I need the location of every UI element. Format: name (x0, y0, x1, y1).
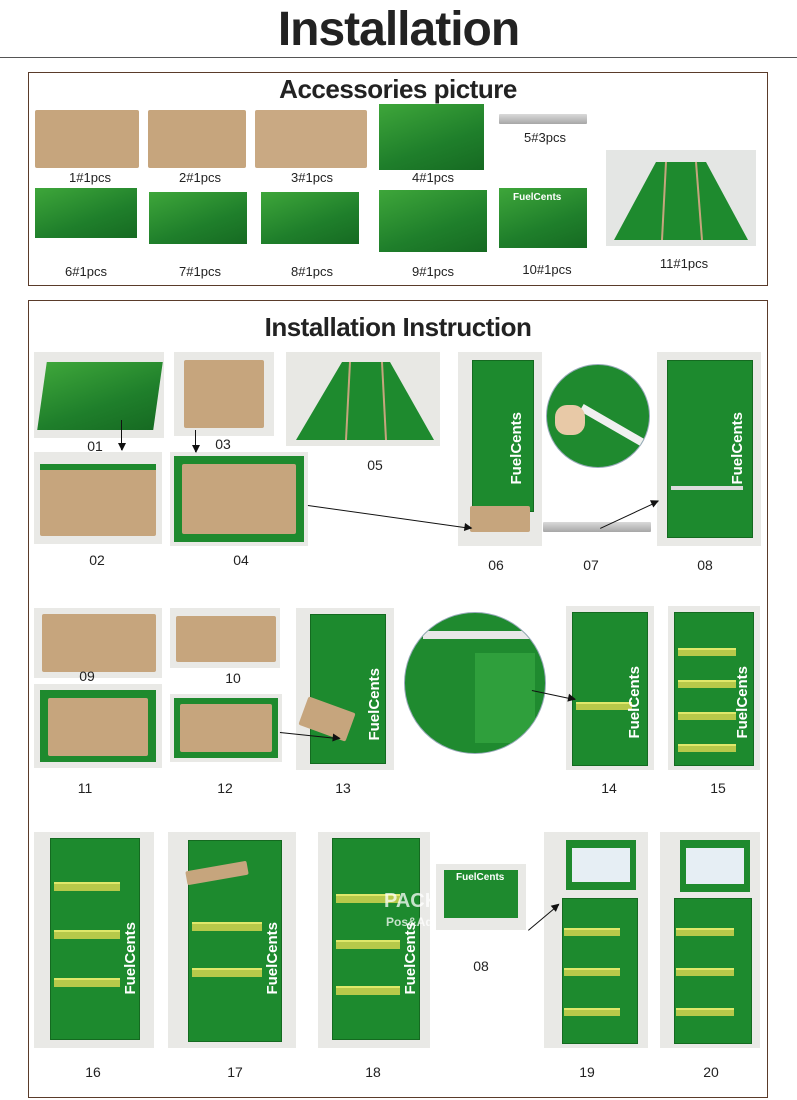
step-12-photo (170, 694, 282, 762)
step-16-photo: FuelCents (34, 832, 154, 1048)
part-10-logo: FuelCents (513, 192, 562, 203)
step-10-photo (170, 608, 280, 668)
step-label-07: 07 (583, 557, 599, 573)
step-label-02: 02 (89, 552, 105, 568)
step-18-photo: FuelCents (318, 832, 430, 1048)
part-5-image (499, 114, 587, 124)
step-03-photo (174, 352, 274, 436)
step-06-photo: FuelCents (458, 352, 542, 546)
part-3-image (255, 110, 367, 168)
part-7-image (149, 192, 247, 244)
step-label-06: 06 (488, 557, 504, 573)
step-04-photo (170, 452, 308, 546)
step-11-photo (34, 684, 162, 768)
step-02-photo (34, 452, 162, 544)
accessories-title: Accessories picture (279, 74, 517, 104)
step-14-photo: FuelCents (566, 606, 654, 770)
part-9-label: 9#1pcs (412, 264, 454, 279)
part-4-label: 4#1pcs (412, 170, 454, 185)
step-label-13: 13 (335, 780, 351, 796)
step-17-photo: FuelCents (168, 832, 296, 1048)
part-7-label: 7#1pcs (179, 264, 221, 279)
part-1-label: 1#1pcs (69, 170, 111, 185)
step-14-detail-circle (404, 612, 546, 754)
step-07-detail-circle (546, 364, 650, 468)
step-label-15: 15 (710, 780, 726, 796)
step-label-01: 01 (87, 438, 103, 454)
part-8-image (261, 192, 359, 244)
arrow-03-to-04 (195, 430, 196, 452)
step-14-logo: FuelCents (626, 666, 643, 739)
part-2-label: 2#1pcs (179, 170, 221, 185)
step-label-12: 12 (217, 780, 233, 796)
step-label-14: 14 (601, 780, 617, 796)
step-06-logo: FuelCents (508, 412, 525, 485)
step-15-logo: FuelCents (734, 666, 751, 739)
step-08-photo: FuelCents (657, 352, 761, 546)
part-10-label: 10#1pcs (522, 262, 572, 277)
title-divider (0, 57, 797, 58)
step-15-photo: FuelCents (668, 606, 760, 770)
part-1-image (35, 110, 139, 168)
step-label-16: 16 (85, 1064, 101, 1080)
arrow-01-to-02 (121, 420, 122, 450)
step-08b-photo: FuelCents (436, 864, 526, 930)
part-2-image (148, 110, 246, 168)
step-20-photo (660, 832, 760, 1048)
part-11-image (606, 150, 756, 246)
step-label-18: 18 (365, 1064, 381, 1080)
step-label-10: 10 (225, 670, 241, 686)
step-13-logo: FuelCents (366, 668, 383, 741)
step-16-logo: FuelCents (122, 922, 139, 995)
page-title: Installation (277, 3, 520, 56)
step-label-11: 11 (77, 780, 93, 796)
part-9-image (379, 190, 487, 252)
part-8-label: 8#1pcs (291, 264, 333, 279)
instruction-title: Installation Instruction (264, 312, 532, 342)
step-label-04: 04 (233, 552, 249, 568)
step-label-17: 17 (227, 1064, 243, 1080)
part-10-image: FuelCents (499, 188, 587, 248)
step-label-09: 09 (79, 668, 95, 684)
step-05-photo (286, 352, 440, 446)
part-6-label: 6#1pcs (65, 264, 107, 279)
step-08b-logo: FuelCents (456, 872, 505, 883)
step-label-19: 19 (579, 1064, 595, 1080)
step-label-05: 05 (367, 457, 383, 473)
step-13-photo: FuelCents (296, 608, 394, 770)
step-09-photo (34, 608, 162, 678)
step-08-logo: FuelCents (729, 412, 746, 485)
part-4-image (379, 104, 484, 170)
step-01-photo (34, 352, 164, 438)
step-18-logo: FuelCents (402, 922, 419, 995)
step-label-08b: 08 (473, 958, 489, 974)
part-6-image (35, 188, 137, 238)
part-5-label: 5#3pcs (524, 130, 566, 145)
part-3-label: 3#1pcs (291, 170, 333, 185)
step-label-08: 08 (697, 557, 713, 573)
step-label-03: 03 (215, 436, 231, 452)
step-19-photo (544, 832, 648, 1048)
step-label-20: 20 (703, 1064, 719, 1080)
step-17-logo: FuelCents (264, 922, 281, 995)
step-07-rail (543, 522, 651, 532)
part-11-label: 11#1pcs (659, 256, 709, 271)
